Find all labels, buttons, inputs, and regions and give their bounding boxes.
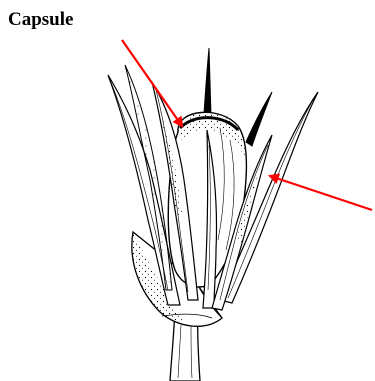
sepal-pointer-arrow [270,176,372,210]
